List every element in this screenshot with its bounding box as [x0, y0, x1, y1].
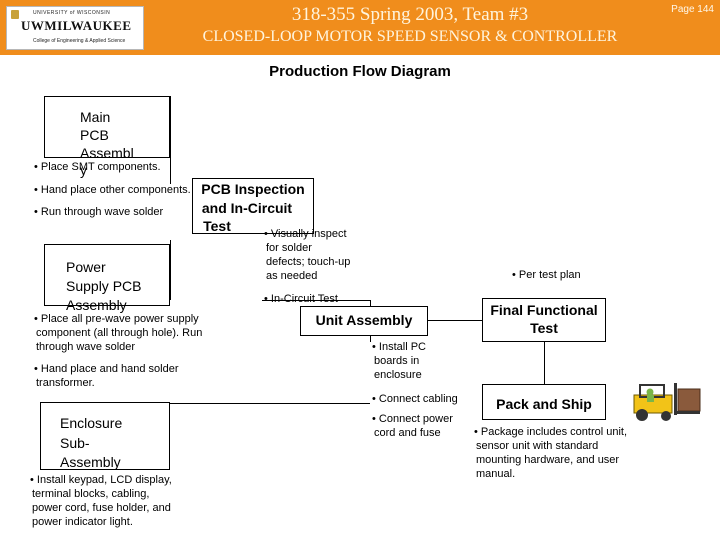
logo-emblem-icon [11, 10, 19, 19]
pcb-inspection-line-1: PCB Inspection [201, 181, 305, 197]
unit-assembly-label: Unit Assembly [315, 312, 413, 328]
pack-and-ship-label: Pack and Ship [496, 396, 592, 412]
forklift-icon [633, 383, 701, 421]
inspection-note-3: defects; touch-up [266, 256, 351, 268]
enclosure-note-3: power cord, fuse holder, and [32, 502, 171, 514]
main-pcb-line-2: PCB [80, 127, 109, 143]
power-supply-note-5: transformer. [36, 377, 95, 389]
main-pcb-note-2: • Hand place other components. [34, 184, 191, 196]
logo-line-1: UNIVERSITY of WISCONSIN [33, 10, 111, 16]
inspection-note-1: • Visually inspect [264, 228, 347, 240]
header-subtitle: CLOSED-LOOP MOTOR SPEED SENSOR & CONTROL… [202, 28, 618, 45]
enclosure-line-2: Sub- [60, 435, 90, 451]
power-supply-note-3: through wave solder [36, 341, 136, 353]
power-supply-note-2: component (all through hole). Run [36, 327, 203, 339]
unit-assembly-note-3: enclosure [374, 369, 422, 381]
pcb-inspection-line-2: and In-Circuit [201, 200, 293, 216]
enclosure-note-2: terminal blocks, cabling, [32, 488, 150, 500]
power-supply-note-1: • Place all pre-wave power supply [34, 313, 199, 325]
unit-assembly-note-1: • Install PC [372, 341, 426, 353]
connector-inspection-to-unit [262, 300, 370, 301]
inspection-note-2: for solder [266, 242, 312, 254]
connector-main-to-inspection [170, 96, 171, 184]
diagram-title: Production Flow Diagram [269, 63, 451, 80]
enclosure-note-4: power indicator light. [32, 516, 133, 528]
power-supply-line-2: Supply PCB [66, 278, 142, 294]
power-supply-note-4: • Hand place and hand solder [34, 363, 179, 375]
pcb-inspection-box [192, 178, 314, 234]
unit-assembly-note-6: cord and fuse [374, 427, 441, 439]
university-logo: UNIVERSITY of WISCONSIN UWMILWAUKEE Coll… [6, 6, 144, 50]
connector-enclosure-to-unit [170, 403, 370, 404]
main-pcb-assembly-box [44, 96, 170, 158]
pack-ship-note-3: mounting hardware, and user [476, 454, 620, 466]
connector-power-vertical [170, 240, 171, 300]
header-title: 318-355 Spring 2003, Team #3 [291, 4, 529, 25]
unit-assembly-note-4: • Connect cabling [372, 393, 458, 405]
pack-ship-note-4: manual. [476, 468, 516, 480]
enclosure-line-1: Enclosure [60, 415, 123, 431]
inspection-note-5: • In-Circuit Test [264, 293, 338, 305]
final-test-line-1: Final Functional [490, 302, 598, 318]
final-test-line-2: Test [530, 320, 558, 336]
pcb-inspection-line-3: Test [203, 218, 231, 234]
power-supply-line-3: Assembly [66, 297, 127, 313]
pack-and-ship-box [482, 384, 606, 420]
main-pcb-line-3: Assembl [80, 145, 134, 161]
main-pcb-line-4: y [80, 162, 87, 178]
logo-line-2: UWMILWAUKEE [21, 18, 132, 33]
header-bar: UNIVERSITY of WISCONSIN UWMILWAUKEE Coll… [0, 0, 720, 55]
power-supply-line-1: Power [66, 259, 106, 275]
inspection-note-4: as needed [266, 270, 318, 282]
enclosure-sub-assembly-box [40, 402, 170, 470]
main-pcb-line-1: Main [80, 109, 111, 125]
connector-final-to-pack [544, 342, 545, 384]
logo-line-3: College of Engineering & Applied Science [33, 38, 126, 44]
final-functional-test-box [482, 298, 606, 342]
unit-assembly-note-2: boards in [374, 355, 420, 367]
main-pcb-note-3: • Run through wave solder [34, 206, 164, 218]
enclosure-note-1: • Install keypad, LCD display, [30, 474, 172, 486]
connector-unit-to-final [428, 320, 482, 321]
unit-assembly-note-5: • Connect power [372, 413, 453, 425]
power-supply-pcb-box [44, 244, 170, 306]
unit-assembly-box [300, 306, 428, 336]
main-pcb-note-1: • Place SMT components. [34, 161, 161, 173]
page-number: Page 144 [671, 4, 714, 15]
pack-ship-note-1: • Package includes control unit, [474, 426, 628, 438]
final-test-note-1: • Per test plan [512, 269, 581, 281]
enclosure-line-3: Assembly [60, 454, 121, 470]
pack-ship-note-2: sensor unit with standard [476, 440, 599, 452]
